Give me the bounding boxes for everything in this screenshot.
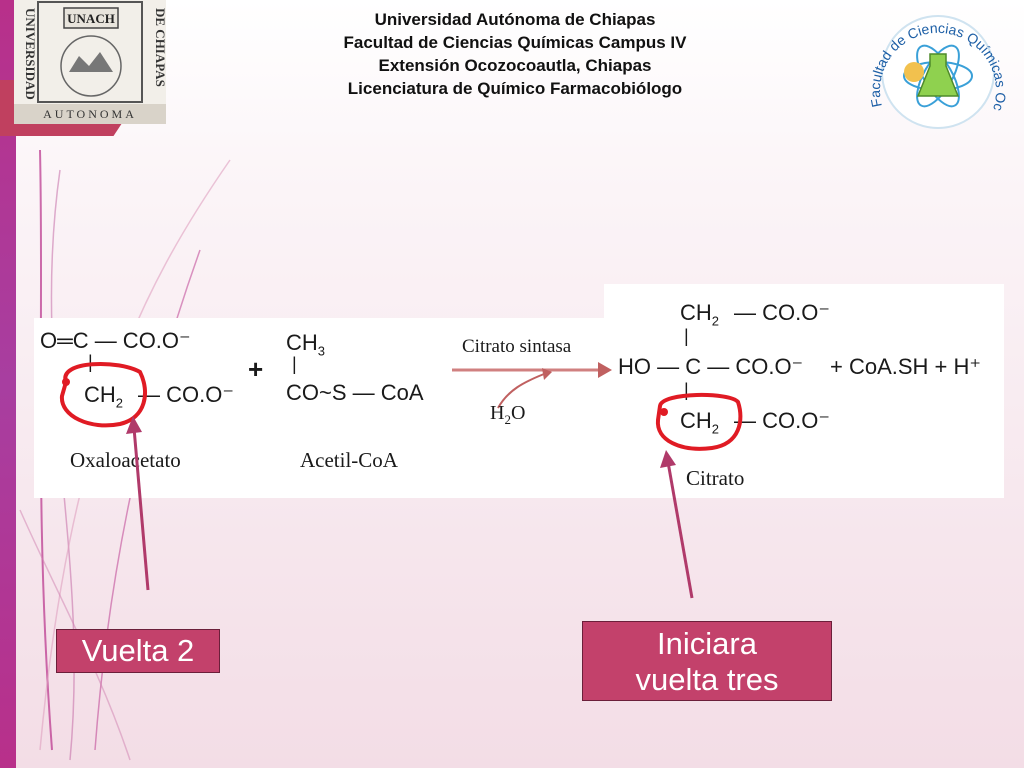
arrow-iniciara <box>666 461 694 599</box>
header-line-extension: Extensión Ocozocoautla, Chiapas <box>378 56 652 75</box>
products-coa-h: + CoA.SH + H⁺ <box>830 354 982 379</box>
vuelta-2-label: Vuelta 2 <box>56 629 220 673</box>
header-title-block: Universidad Autónoma de Chiapas Facultad… <box>190 8 840 100</box>
citrate-top-ch2: CH2 <box>680 300 720 329</box>
water-label: H2O <box>490 402 526 427</box>
highlight-circle-oxaloacetate <box>59 362 148 428</box>
acetyl-co-s-coa: CO~S — CoA <box>286 380 424 405</box>
iniciara-line-2: vuelta tres <box>635 662 779 697</box>
header-line-faculty: Facultad de Ciencias Químicas Campus IV <box>343 33 687 52</box>
logo-bottom-text: AUTONOMA <box>43 107 137 121</box>
oxaloacetate-name: Oxaloacetato <box>70 448 181 472</box>
citrate-top-coo: — CO.O⁻ <box>734 300 830 325</box>
header-line-university: Universidad Autónoma de Chiapas <box>374 10 656 29</box>
acetyl-name: Acetil-CoA <box>300 448 398 472</box>
arrow-vuelta2 <box>132 427 150 591</box>
header-line-degree: Licenciatura de Químico Farmacobiólogo <box>347 79 683 98</box>
iniciara-line-1: Iniciara <box>657 626 757 661</box>
citrate-bottom-coo: — CO.O⁻ <box>734 408 830 433</box>
unach-logo: UNIVERSIDAD DE CHIAPAS UNACH AUTONOMA <box>14 0 166 124</box>
acetyl-ch3: CH3 <box>286 330 326 359</box>
oxaloacetate-bond-line: | <box>88 352 93 372</box>
acetyl-bond-line: | <box>292 354 297 374</box>
highlight-circle-citrate <box>655 393 743 451</box>
iniciara-vuelta-tres-label: Iniciara vuelta tres <box>582 621 832 701</box>
oxaloacetate-coo: — CO.O⁻ <box>138 382 234 407</box>
highlight-dot-citrate <box>660 408 668 416</box>
citrate-name: Citrato <box>686 466 745 490</box>
citrate-top-bond: | <box>684 326 689 346</box>
citrate-bottom-bond: | <box>684 380 689 400</box>
plus-sign: + <box>248 354 264 384</box>
reaction-panel-reactants <box>34 318 604 498</box>
highlight-dot-oxaloacetate <box>62 378 70 386</box>
logo-left-vertical-text: UNIVERSIDAD <box>23 8 38 100</box>
logo-shield-text: UNACH <box>67 11 115 26</box>
citrate-bottom-ch2: CH2 <box>680 408 720 437</box>
oxaloacetate-ch2: CH2 <box>84 382 124 411</box>
reaction-arrow <box>452 362 612 409</box>
left-accent-strip <box>0 0 16 768</box>
logo-right-vertical-text: DE CHIAPAS <box>153 8 166 87</box>
faculty-logo: Facultad de Ciencias Químicas Ocozocoaut… <box>862 6 1009 129</box>
citrate-middle: HO — C — CO.O⁻ <box>618 354 804 379</box>
oxaloacetate-top-formula: O═C — CO.O⁻ <box>40 328 191 353</box>
enzyme-label: Citrato sintasa <box>462 336 572 357</box>
